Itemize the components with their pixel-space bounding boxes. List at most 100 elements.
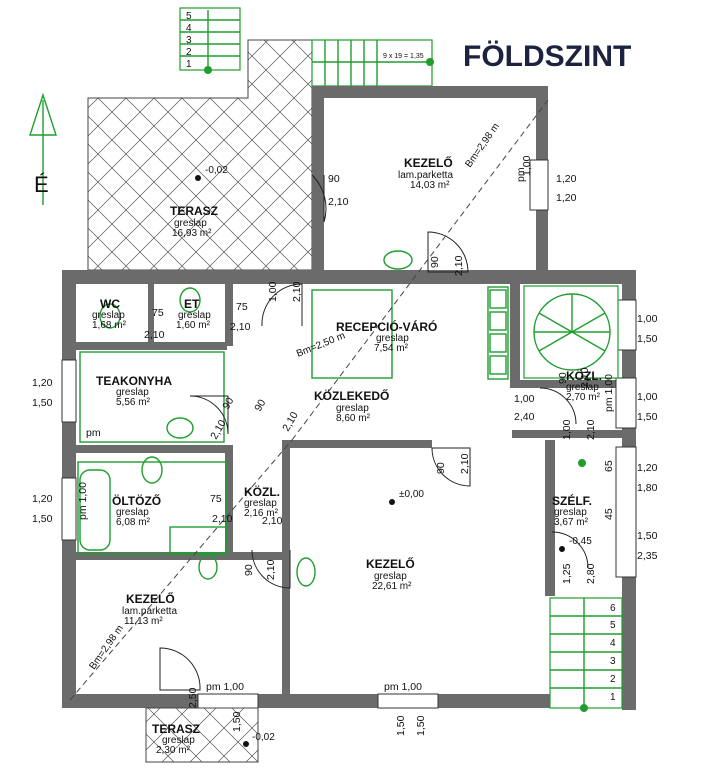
svg-text:4: 4 — [186, 23, 192, 34]
stair-bottom-numbers: 1 2 3 4 5 6 — [610, 603, 616, 703]
svg-text:2,10: 2,10 — [328, 196, 349, 208]
svg-text:90: 90 — [252, 397, 268, 413]
svg-text:1,50: 1,50 — [395, 715, 407, 736]
svg-text:2,16 m²: 2,16 m² — [244, 508, 279, 519]
svg-text:2,10: 2,10 — [212, 513, 233, 525]
svg-text:1,50: 1,50 — [32, 513, 53, 525]
north-label: É — [34, 172, 49, 197]
svg-text:lam.parketta: lam.parketta — [122, 606, 177, 617]
svg-text:2,30 m²: 2,30 m² — [156, 745, 191, 756]
room-kezelo-1: KEZELŐ lam.parketta 14,03 m² — [398, 155, 453, 191]
stair-bottom — [549, 459, 623, 712]
level-markers: -0,02 ±0,00 -0,45 -0,02 — [195, 165, 592, 747]
svg-text:1,20: 1,20 — [32, 377, 53, 389]
svg-text:1,20: 1,20 — [32, 493, 53, 505]
svg-text:1,20: 1,20 — [556, 173, 577, 185]
svg-text:2,80: 2,80 — [585, 563, 597, 584]
svg-text:4: 4 — [610, 638, 616, 649]
svg-text:11,13 m²: 11,13 m² — [124, 616, 163, 627]
svg-text:-0,45: -0,45 — [569, 536, 592, 547]
svg-text:-0,02: -0,02 — [252, 732, 275, 743]
svg-text:75: 75 — [210, 493, 222, 505]
svg-text:pm: pm — [86, 427, 101, 439]
svg-text:pm 1,00: pm 1,00 — [77, 482, 89, 520]
svg-text:1,25: 1,25 — [561, 563, 573, 584]
svg-text:greslap: greslap — [116, 387, 149, 398]
svg-text:90: 90 — [429, 256, 441, 268]
room-kozlekedo: KÖZLEKEDŐ greslap 8,60 m² — [314, 388, 389, 424]
furniture — [77, 250, 509, 587]
svg-text:2,10: 2,10 — [280, 410, 301, 434]
svg-text:1: 1 — [186, 59, 192, 70]
svg-text:2,50: 2,50 — [187, 687, 199, 708]
svg-text:TERASZ: TERASZ — [152, 722, 200, 736]
svg-text:1,50: 1,50 — [32, 397, 53, 409]
svg-text:1,00: 1,00 — [637, 391, 658, 403]
svg-text:-0,02: -0,02 — [205, 165, 228, 176]
room-oltozo: ÖLTÖZŐ greslap 6,08 m² — [112, 493, 161, 528]
svg-text:5: 5 — [610, 620, 616, 631]
svg-text:pm: pm — [515, 167, 527, 182]
room-terasz: TERASZ greslap 16,93 m² — [170, 204, 218, 239]
svg-text:KEZELŐ: KEZELŐ — [126, 591, 175, 606]
stair-entrance — [311, 39, 434, 87]
svg-text:greslap: greslap — [554, 507, 587, 518]
svg-text:greslap: greslap — [244, 498, 277, 509]
svg-text:2,10: 2,10 — [291, 281, 303, 302]
svg-text:1,00: 1,00 — [637, 313, 658, 325]
svg-text:RECEPCIÓ-VÁRÓ: RECEPCIÓ-VÁRÓ — [336, 319, 437, 334]
stair-top-numbers: 1 2 3 4 5 — [186, 11, 192, 70]
svg-text:1,00: 1,00 — [561, 419, 573, 440]
svg-text:greslap: greslap — [336, 403, 369, 414]
bm-top: Bm=2,98 m — [463, 121, 502, 169]
svg-text:1,80: 1,80 — [637, 482, 658, 494]
svg-text:1,00: 1,00 — [267, 281, 279, 302]
svg-text:2,10: 2,10 — [453, 255, 465, 276]
room-recepcio: RECEPCIÓ-VÁRÓ greslap 7,54 m² — [336, 319, 437, 354]
svg-text:2: 2 — [610, 674, 616, 685]
svg-text:16,93 m²: 16,93 m² — [172, 228, 212, 239]
svg-text:2,35: 2,35 — [637, 550, 658, 562]
svg-text:1,50: 1,50 — [637, 333, 658, 345]
svg-text:2,10: 2,10 — [262, 515, 283, 527]
svg-text:KÖZL.: KÖZL. — [244, 484, 280, 499]
room-kezelo-2: KEZELŐ greslap 22,61 m² — [366, 556, 415, 592]
svg-text:90: 90 — [435, 462, 447, 474]
svg-text:greslap: greslap — [178, 310, 211, 321]
room-szelf: SZÉLF. greslap 3,67 m² — [552, 493, 592, 528]
page-title: FÖLDSZINT — [463, 40, 631, 73]
room-kezelo-3: KEZELŐ lam.parketta 11,13 m² — [122, 591, 177, 627]
svg-text:ÖLTÖZŐ: ÖLTÖZŐ — [112, 493, 161, 508]
svg-text:KEZELŐ: KEZELŐ — [404, 155, 453, 170]
svg-text:90: 90 — [328, 173, 340, 185]
svg-text:greslap: greslap — [374, 571, 407, 582]
bm-bottom: Bm=2,98 m — [87, 623, 126, 671]
svg-text:75: 75 — [152, 307, 164, 319]
svg-text:1,50: 1,50 — [415, 715, 427, 736]
svg-text:pm 1,00: pm 1,00 — [206, 681, 244, 693]
svg-text:greslap: greslap — [376, 333, 409, 344]
svg-text:TEAKONYHA: TEAKONYHA — [96, 374, 172, 388]
svg-text:±0,00: ±0,00 — [399, 489, 424, 500]
svg-text:SZÉLF.: SZÉLF. — [552, 493, 592, 508]
bm-mid: Bm=2,50 m — [295, 330, 347, 359]
svg-text:KÖZL.: KÖZL. — [566, 368, 602, 383]
svg-text:45: 45 — [603, 508, 615, 520]
svg-text:pm 1,00: pm 1,00 — [384, 681, 422, 693]
svg-text:65: 65 — [603, 460, 615, 472]
svg-text:greslap: greslap — [174, 218, 207, 229]
svg-text:2,10: 2,10 — [459, 453, 471, 474]
svg-text:greslap: greslap — [566, 382, 599, 393]
room-et: ET greslap 1,60 m² — [176, 297, 211, 331]
room-kozl-2: KÖZL. greslap 2,16 m² — [244, 484, 280, 519]
room-wc: WC greslap 1,68 m² — [92, 297, 127, 331]
svg-text:greslap: greslap — [162, 735, 195, 746]
svg-text:2: 2 — [186, 47, 192, 58]
room-terasz-2: TERASZ greslap 2,30 m² — [152, 722, 200, 756]
svg-text:2,10: 2,10 — [230, 321, 251, 333]
north-arrow-icon — [29, 92, 57, 205]
svg-text:2,10: 2,10 — [579, 367, 591, 388]
stair-top — [179, 7, 241, 74]
svg-text:1,68 m²: 1,68 m² — [92, 320, 127, 331]
svg-text:1,20: 1,20 — [637, 462, 658, 474]
